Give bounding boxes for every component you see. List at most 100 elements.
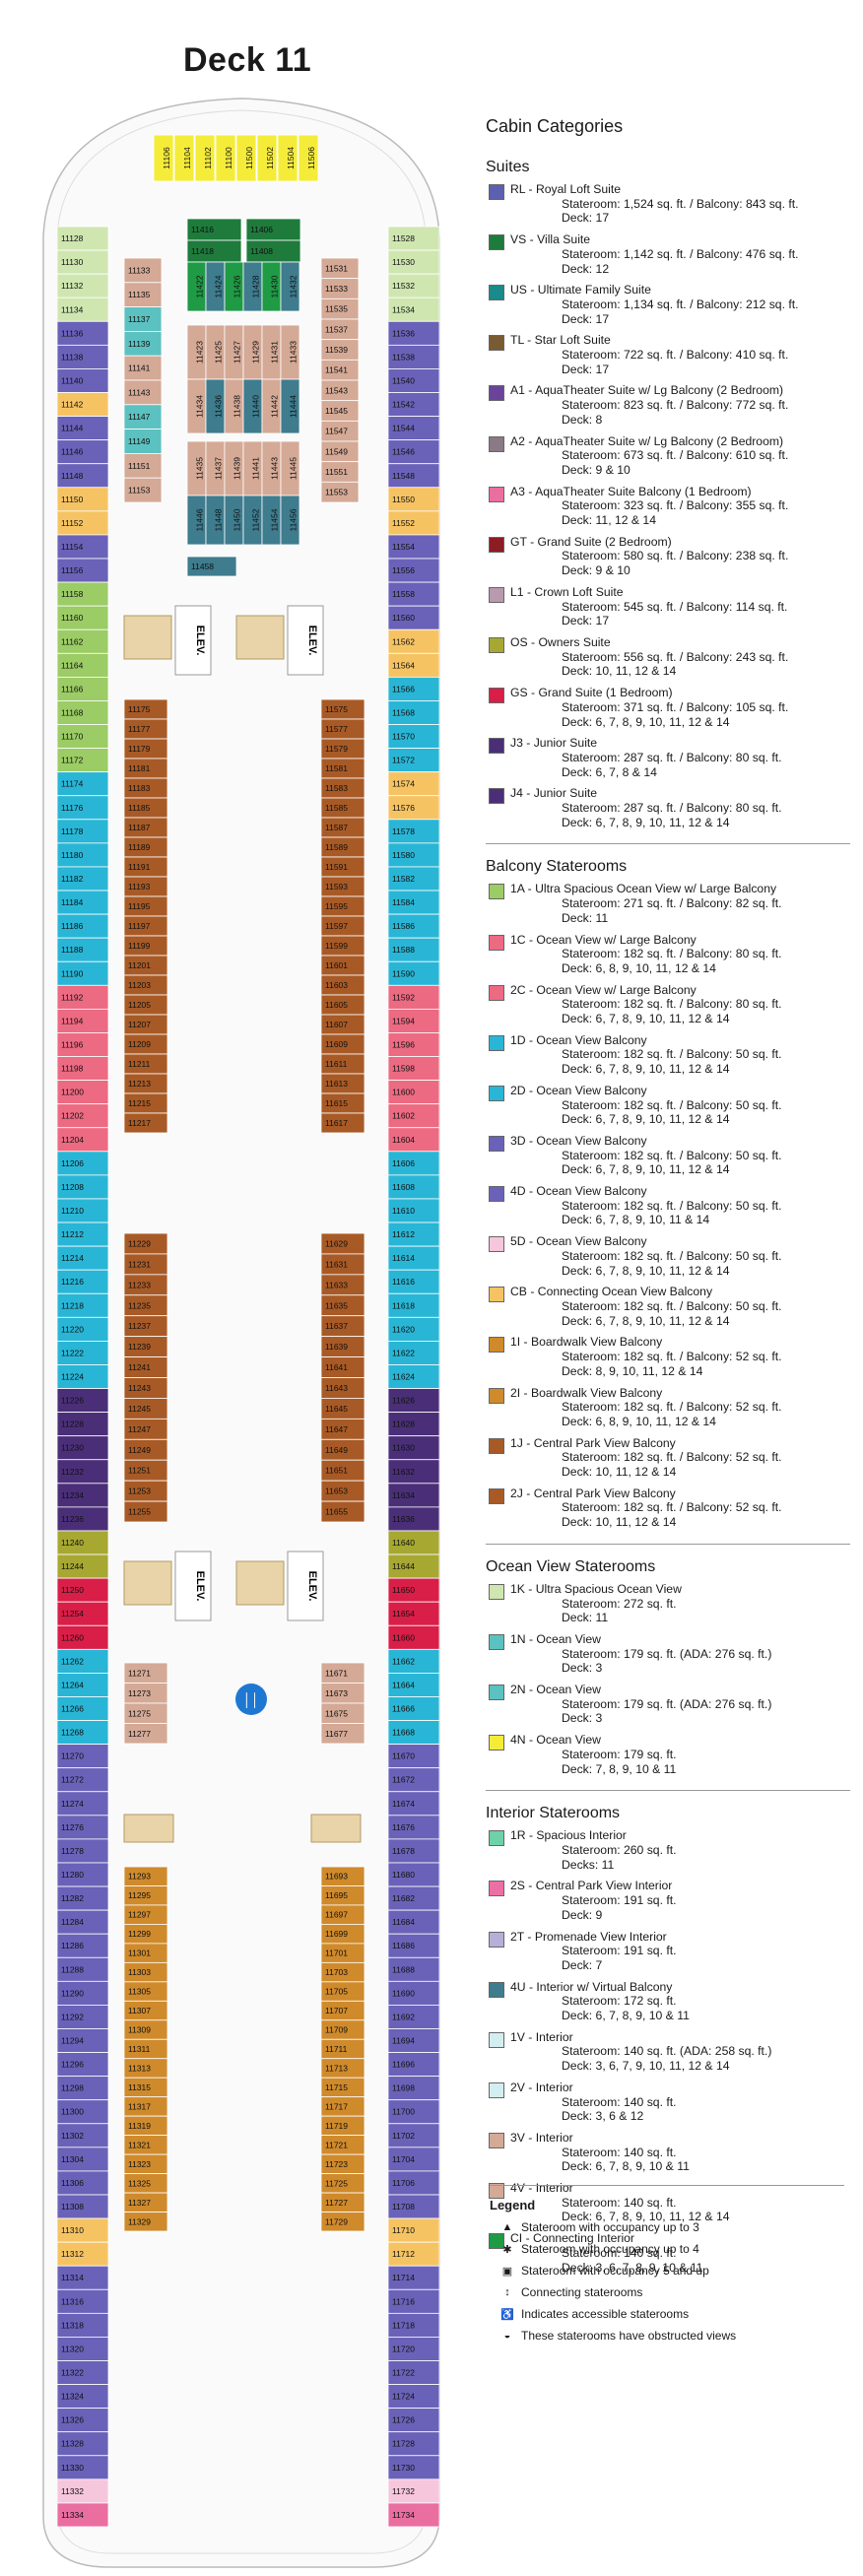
cabin <box>387 605 440 630</box>
category-swatch <box>489 486 504 502</box>
cabin-number: 11183 <box>128 783 151 793</box>
cabin-number: 11314 <box>61 2273 84 2282</box>
cabin-number: 11550 <box>392 495 415 504</box>
cabin <box>387 2241 440 2267</box>
category-detail: Stateroom: 182 sq. ft. / Balcony: 50 sq.… <box>562 1047 782 1062</box>
cabin <box>56 1174 109 1200</box>
cabin <box>280 261 300 312</box>
cabin-number: 11230 <box>61 1443 84 1453</box>
cabin <box>123 1500 168 1523</box>
category-swatch <box>489 1633 504 1650</box>
cabin-number: 11154 <box>61 542 84 552</box>
cabin-number: 11725 <box>325 2178 348 2188</box>
cabin-number: 11606 <box>392 1158 415 1168</box>
cabin <box>387 2170 440 2196</box>
hull-inner-line <box>56 109 427 2554</box>
category-swatch <box>489 1931 504 1948</box>
cabin <box>387 1577 440 1603</box>
category-swatch <box>489 1034 504 1051</box>
category-detail: Deck: 9 <box>562 1907 603 1922</box>
category-swatch <box>489 2031 504 2048</box>
cabin-number: 11213 <box>128 1079 151 1089</box>
cabin-number: 11329 <box>128 2216 151 2226</box>
category-group-heading: Ocean View Staterooms <box>486 1557 656 1575</box>
cabin-number: 11317 <box>128 2101 151 2111</box>
cabin-number: 11668 <box>392 1728 415 1738</box>
cabin <box>387 2288 440 2314</box>
cabin <box>320 2212 365 2232</box>
elevator <box>287 605 324 676</box>
category-detail: Deck: 9 & 10 <box>562 563 631 578</box>
cabin-number: 11209 <box>128 1039 151 1049</box>
cabin-number: 11318 <box>61 2320 84 2330</box>
cabin-number: 11203 <box>128 980 151 990</box>
cabin-number: 11143 <box>128 387 151 397</box>
cabin <box>123 330 163 357</box>
cabin <box>387 2194 440 2219</box>
category-swatch <box>489 636 504 653</box>
cabin <box>387 1553 440 1579</box>
cabin-number: 11708 <box>392 2202 415 2212</box>
category-name: 1A - Ultra Spacious Ocean View w/ Large … <box>510 882 777 896</box>
category-group-heading: Interior Staterooms <box>486 1805 621 1822</box>
occupancy-3-icon: ▲ <box>501 2221 513 2233</box>
cabin-number: 11308 <box>61 2202 84 2212</box>
elevator <box>174 605 212 676</box>
category-item: A1 - AquaTheater Suite w/ Lg Balcony (2 … <box>486 383 850 427</box>
cabin-number: 11439 <box>232 457 242 480</box>
cabin <box>387 700 440 725</box>
cabin-number: 11312 <box>61 2249 84 2259</box>
cabin <box>56 297 109 322</box>
cabin <box>387 1530 440 1555</box>
cabin-number: 11581 <box>325 763 348 773</box>
category-group-heading: Balcony Staterooms <box>486 858 628 876</box>
cabin <box>387 226 440 251</box>
cabin-number: 11430 <box>270 275 280 297</box>
cabin <box>56 534 109 560</box>
elevator-label: ELEV. <box>306 1571 318 1602</box>
cabin-number: 11162 <box>61 636 84 646</box>
cabin-number: 11282 <box>61 1893 84 1903</box>
cabin-number: 11616 <box>392 1277 415 1287</box>
stairs <box>310 1814 362 1843</box>
cabin-number: 11302 <box>61 2131 84 2141</box>
cabin-number: 11631 <box>325 1259 348 1269</box>
cabin-number: 11226 <box>61 1396 84 1406</box>
category-detail: Stateroom: 182 sq. ft. / Balcony: 50 sq.… <box>562 1248 782 1263</box>
category-name: A2 - AquaTheater Suite w/ Lg Balcony (2 … <box>510 433 784 448</box>
cabin <box>387 984 440 1010</box>
cabin-number: 11634 <box>392 1490 415 1500</box>
cabin-number: 11140 <box>61 375 84 385</box>
cabin-number: 11324 <box>61 2392 84 2402</box>
cabin-number: 11585 <box>325 803 348 813</box>
cabin-number: 11701 <box>325 1949 348 1958</box>
category-item: GS - Grand Suite (1 Bedroom)Stateroom: 3… <box>486 686 850 729</box>
cabin <box>56 1838 109 1864</box>
cabin <box>56 2147 109 2172</box>
cabin-number: 11598 <box>392 1064 415 1074</box>
cabin-number: 11592 <box>392 992 415 1002</box>
cabin <box>387 1483 440 1508</box>
stairs <box>123 1560 172 1606</box>
category-swatch <box>489 1337 504 1354</box>
cabin-number: 11564 <box>392 660 415 670</box>
category-detail: Stateroom: 556 sq. ft. / Balcony: 243 sq… <box>562 649 789 664</box>
cabin-number: 11428 <box>251 275 261 297</box>
cabin <box>194 134 216 182</box>
symbol-legend-text: Stateroom with occupancy up to 4 <box>521 2242 699 2256</box>
cabin-number: 11186 <box>61 921 84 931</box>
category-name: 4D - Ocean View Balcony <box>510 1184 647 1199</box>
cabin-number: 11531 <box>325 263 348 273</box>
cabin-number: 11235 <box>128 1300 151 1310</box>
category-name: J3 - Junior Suite <box>510 736 598 751</box>
cabin-number: 11215 <box>128 1098 151 1108</box>
cabin <box>56 1885 109 1911</box>
category-detail: Stateroom: 191 sq. ft. <box>562 1944 677 1958</box>
